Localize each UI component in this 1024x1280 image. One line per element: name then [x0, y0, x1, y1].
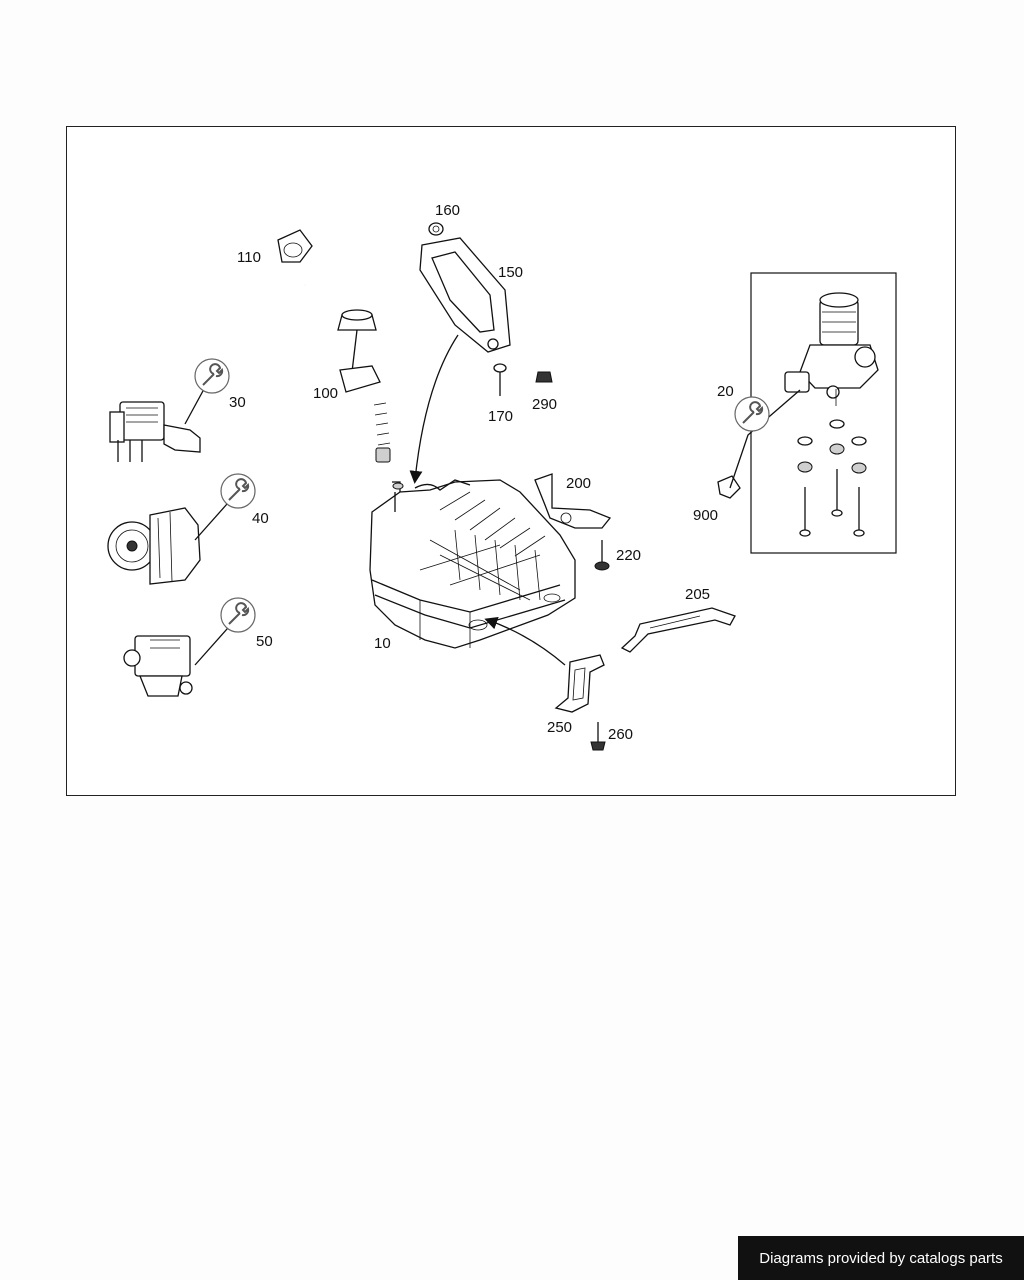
callout-260: 260: [608, 726, 634, 743]
part-260-bolt: [590, 722, 606, 751]
part-40-motor: [107, 507, 201, 585]
part-20-hardware: [797, 419, 867, 537]
callout-50: 50: [256, 633, 273, 650]
callout-900: 900: [693, 507, 719, 524]
part-205-strap: [620, 607, 736, 653]
callout-20: 20: [717, 383, 734, 400]
callout-220: 220: [616, 547, 642, 564]
footer-credit: Diagrams provided by catalogs parts: [738, 1236, 1024, 1280]
part-200-bracket: [534, 473, 612, 529]
callout-200: 200: [566, 475, 592, 492]
diagram-frame: [66, 126, 956, 796]
callout-110: 110: [237, 249, 261, 266]
callout-10: 10: [374, 635, 391, 652]
callout-40: 40: [252, 510, 269, 527]
callout-290: 290: [532, 396, 558, 413]
part-170-stud: [493, 363, 507, 396]
part-50-actuator: [123, 635, 193, 697]
part-290-bolt: [535, 371, 553, 383]
part-250-bracket: [554, 654, 605, 713]
part-150-bracket: [419, 237, 511, 353]
callout-150: 150: [498, 264, 524, 281]
part-10-tank: [369, 479, 576, 649]
part-20-pump: [784, 292, 879, 399]
leader-lines: [184, 334, 837, 666]
part-160-nut: [428, 222, 444, 236]
callout-170: 170: [488, 408, 514, 425]
part-30-sensor: [109, 401, 201, 462]
callout-100: 100: [313, 385, 339, 402]
part-100-filler-tube: [302, 284, 391, 463]
part-220-bolt: [594, 540, 610, 571]
callout-205: 205: [685, 586, 711, 603]
part-900-connector: [717, 475, 741, 499]
callout-160: 160: [435, 202, 461, 219]
callout-250: 250: [547, 719, 573, 736]
callout-30: 30: [229, 394, 246, 411]
part-110-cap: [277, 229, 313, 263]
